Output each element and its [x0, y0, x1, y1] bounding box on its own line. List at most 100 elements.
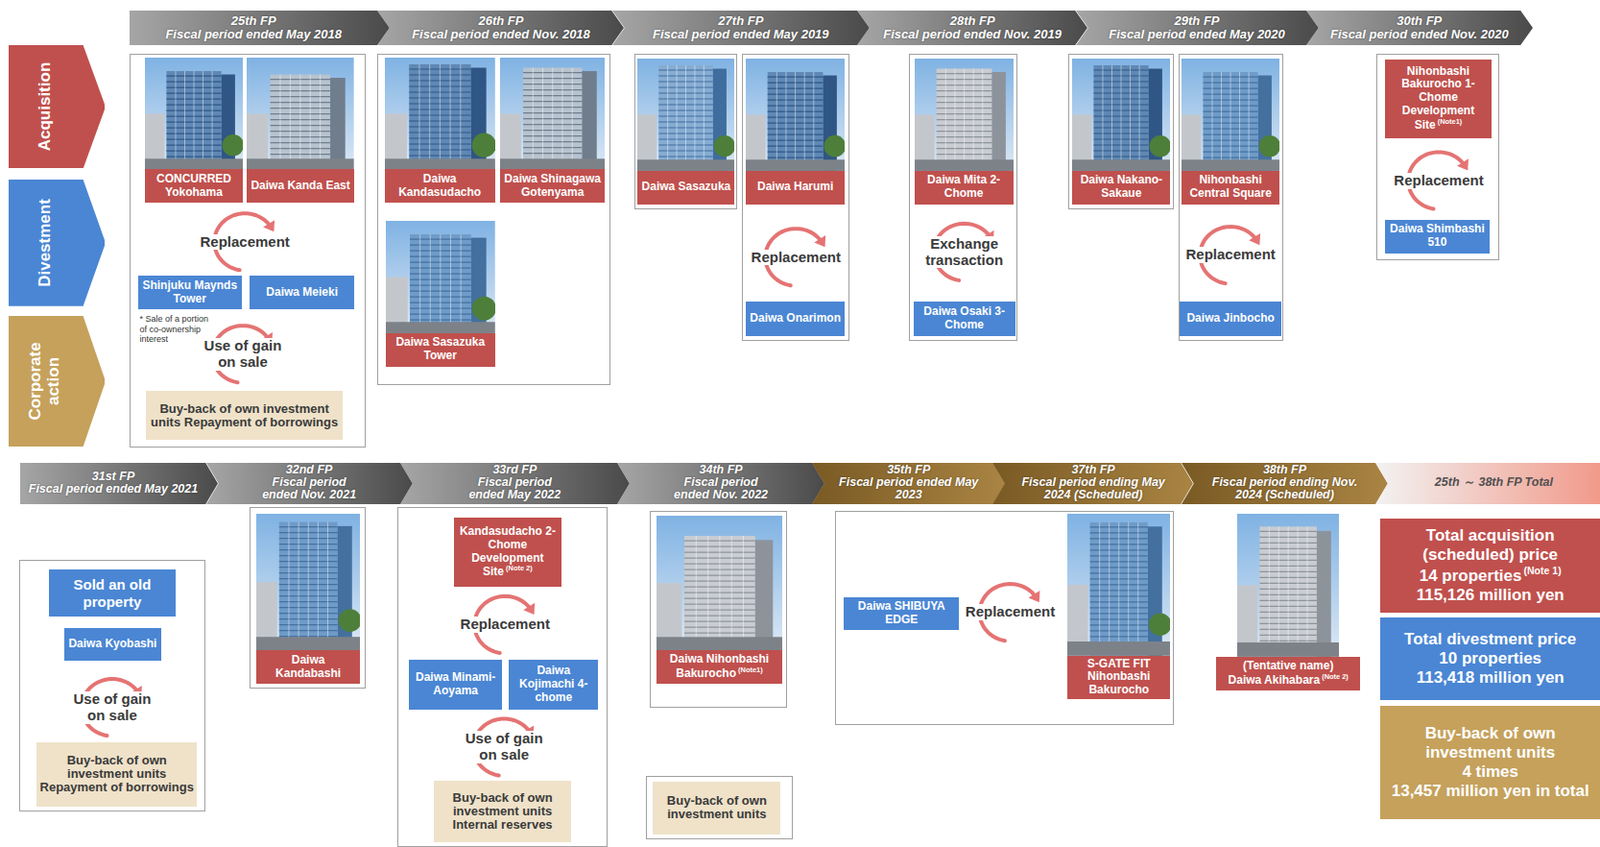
text-line: Fiscal period ended May 2022 — [459, 476, 571, 502]
property-name: Nihonbashi Central Square — [1189, 172, 1271, 200]
property-name: Daiwa Osaki 3-Chome — [923, 304, 1005, 332]
property-card: (Tentative name) Daiwa Akihabara(Note 2) — [1216, 513, 1361, 691]
flow-label: Replacement — [1183, 246, 1277, 263]
window-column — [459, 234, 461, 334]
window-column — [794, 71, 796, 171]
property-label: Daiwa Nihonbashi Bakurocho(Note1) — [656, 649, 784, 684]
window-column — [954, 68, 956, 170]
period-chevron: 25th FPFiscal period ended May 2018 — [129, 10, 390, 46]
period-frame: Daiwa Nakano-Sakaue — [1068, 53, 1174, 210]
property-card: Daiwa Kandabashi — [256, 513, 360, 684]
row-fill — [8, 315, 106, 447]
building-side — [754, 539, 772, 650]
window-column — [685, 65, 687, 171]
building-front — [270, 73, 332, 169]
text-line: CONCURRED Yokohama — [146, 172, 241, 200]
property-name: Daiwa Sasazuka — [642, 179, 732, 193]
period-chevron: 35th FPFiscal period ended May 2023 — [811, 462, 1005, 504]
window-column — [1137, 522, 1139, 656]
building-photo — [144, 57, 243, 170]
text-line: Daiwa Harumi — [747, 180, 843, 194]
period-frame: Nihonbashi Central SquareDaiwa Jinbocho — [1178, 53, 1285, 340]
flow-label: Use of gain on sale — [456, 730, 551, 764]
building-photo — [637, 58, 735, 171]
period-frame: Daiwa Sasazuka — [634, 53, 737, 210]
period-text: Fiscal period ending May 2024 (Scheduled… — [1021, 475, 1165, 502]
period-heading: 32nd FPFiscal period ended Nov. 2021 — [254, 463, 365, 502]
row-label: Corporate action — [8, 315, 106, 447]
property-label: Daiwa Kandabashi — [256, 649, 360, 684]
text-line: 32nd FP — [254, 463, 365, 477]
window-column — [1230, 71, 1232, 171]
window-column — [1212, 71, 1214, 171]
window-column — [944, 68, 946, 170]
period-frame: Nihonbashi Bakurocho 1-Chome Development… — [1376, 53, 1500, 261]
chevron-fill — [20, 462, 218, 504]
text-line: Corporate action — [27, 320, 64, 440]
text-line: Daiwa Minami-Aoyama — [411, 670, 500, 698]
period-text: Fiscal period ended May 2022 — [468, 475, 561, 502]
total-box: Buy-back of own investment units4 times1… — [1380, 705, 1600, 819]
period-heading: 37th FPFiscal period ending May 2024 (Sc… — [1008, 463, 1178, 502]
flow-label: Replacement — [1391, 172, 1485, 190]
window-column — [786, 71, 788, 171]
window-column — [429, 234, 431, 334]
period-heading: 29th FPFiscal period ended May 2020 — [1108, 14, 1286, 41]
window-column — [718, 535, 720, 650]
window-column — [429, 64, 430, 170]
text-line: Total divestment price — [1384, 629, 1597, 649]
period-heading: 27th FPFiscal period ended May 2019 — [652, 14, 830, 41]
period-text: Fiscal period ended May 2021 — [28, 481, 198, 496]
cycle-arrow-head — [262, 219, 275, 232]
total-box: Total divestment price10 properties113,4… — [1380, 617, 1600, 700]
property-card: Daiwa Mita 2-Chome — [914, 58, 1014, 205]
row-text: Acquisition — [35, 62, 54, 152]
period-text: Fiscal period ended May 2018 — [165, 26, 342, 42]
property-name: Daiwa SHIBUYA EDGE — [858, 598, 946, 626]
text-line: 38th FP — [1197, 463, 1372, 477]
window-column — [981, 68, 983, 170]
text-line: Fiscal period ended May 2019 — [652, 27, 830, 42]
property-card: Daiwa Nihonbashi Bakurocho(Note1) — [656, 515, 784, 684]
period-heading: 31st FPFiscal period ended May 2021 — [28, 470, 198, 496]
flow-label: Replacement — [197, 234, 291, 251]
text-line: Buy-back of own investment units — [655, 793, 778, 821]
text-line: Daiwa SHIBUYA EDGE — [846, 599, 956, 627]
text-line: 35th FP — [828, 463, 989, 477]
property-name: Shinjuku Maynds Tower — [142, 278, 238, 306]
corporate-action-box: Buy-back of own investment units Repayme… — [145, 390, 343, 440]
window-column — [202, 71, 204, 170]
window-column — [308, 521, 310, 650]
text-line: Daiwa Mita 2-Chome — [916, 173, 1012, 201]
period-text: 28th FP — [950, 13, 996, 28]
period-text: 38th FP — [1263, 462, 1307, 477]
period-chevron: 31st FPFiscal period ended May 2021 — [20, 462, 218, 504]
text-line: Daiwa Nakano-Sakaue — [1074, 173, 1169, 201]
flow-label: Replacement — [963, 603, 1057, 621]
property-card: S-GATE FIT Nihonbashi Bakurocho — [1067, 513, 1171, 699]
window-column — [1102, 65, 1104, 171]
text-line: 115,126 million yen — [1384, 585, 1597, 605]
period-chevron: 26th FPFiscal period ended Nov. 2018 — [377, 10, 624, 46]
text-line: Fiscal period ended Nov. 2019 — [883, 27, 1062, 42]
window-column — [742, 535, 744, 650]
total-text: 13,457 million yen in total — [1391, 781, 1590, 800]
text-line: Daiwa Shinagawa Gotenyama — [501, 172, 604, 200]
building-photo — [246, 57, 355, 170]
window-column — [1248, 71, 1250, 171]
property-tag: Daiwa Kojimachi 4-chome — [508, 659, 598, 710]
flow-label: Exchange transaction — [913, 236, 1016, 269]
text-line: 28th FP — [883, 14, 1062, 28]
period-text: Fiscal period ended May 2019 — [652, 26, 830, 42]
period-heading: 34th FPFiscal period ended Nov. 2022 — [666, 463, 777, 502]
period-heading: 38th FPFiscal period ending Nov. 2024 (S… — [1197, 463, 1372, 502]
total-box: Total acquisition (scheduled) price14 pr… — [1380, 518, 1600, 613]
text-line: Daiwa Kojimachi 4-chome — [511, 664, 595, 704]
period-heading: 26th FPFiscal period ended Nov. 2018 — [411, 14, 591, 41]
building-front — [279, 521, 338, 650]
flow-label: Use of gain on sale — [195, 337, 290, 371]
text-line: 34th FP — [666, 463, 777, 477]
property-label: CONCURRED Yokohama — [144, 168, 243, 203]
building-photo — [1072, 58, 1171, 171]
